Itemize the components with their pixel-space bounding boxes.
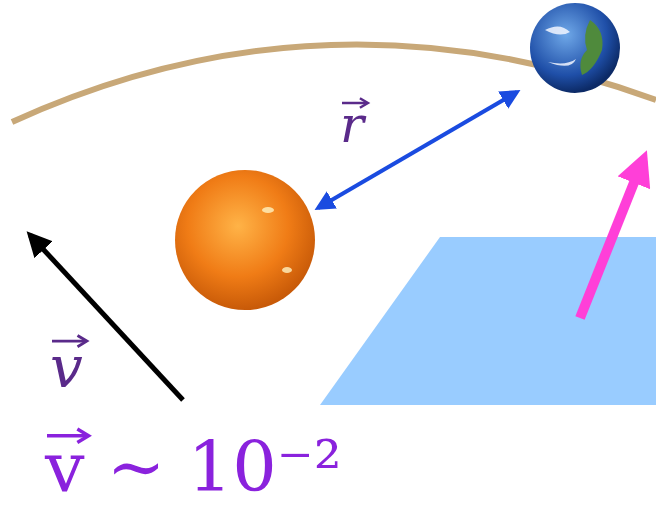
earth xyxy=(530,3,620,93)
sun-flare xyxy=(282,267,292,273)
vector-label: r xyxy=(340,100,364,150)
magnitude-label: v ∼ 10⁻² xyxy=(45,432,342,502)
sun-flare xyxy=(262,207,274,213)
earth-clouds xyxy=(545,26,576,65)
normal-vector-arrow xyxy=(580,160,643,318)
sun xyxy=(175,170,315,310)
velocity-arrow xyxy=(30,235,183,400)
earth-land xyxy=(580,20,602,75)
vector-label: v xyxy=(50,338,83,396)
distance-arrow xyxy=(318,92,517,208)
